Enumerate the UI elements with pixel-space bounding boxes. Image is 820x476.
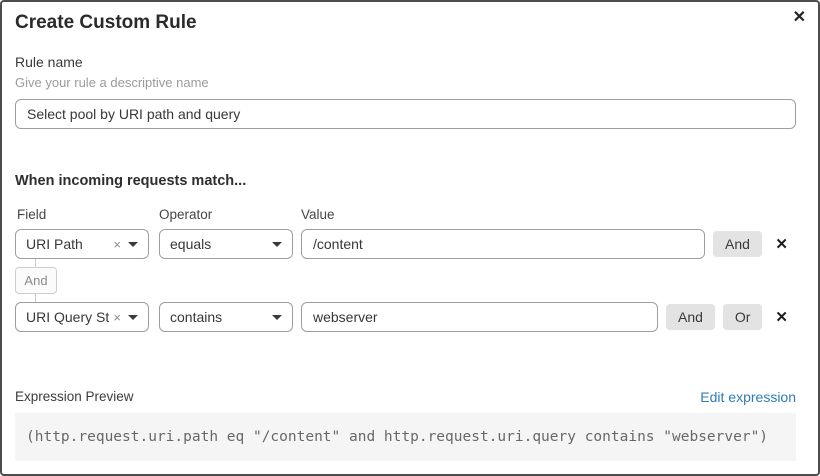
field-select[interactable]: URI Query St... × [15, 302, 149, 332]
operator-select[interactable]: contains [159, 302, 293, 332]
operator-column-label: Operator [159, 207, 213, 222]
and-button[interactable]: And [666, 304, 715, 330]
operator-select-value: equals [170, 236, 212, 252]
match-section-heading: When incoming requests match... [15, 173, 247, 189]
field-select-value: URI Query St... [26, 309, 110, 325]
operator-select[interactable]: equals [159, 229, 293, 259]
field-column-label: Field [17, 207, 47, 222]
and-button[interactable]: And [713, 231, 762, 257]
condition-row: URI Path × equals And ✕ [15, 229, 796, 259]
rule-name-input[interactable] [15, 99, 796, 129]
connector-and-chip[interactable]: And [15, 267, 57, 294]
or-button[interactable]: Or [722, 304, 763, 330]
expression-preview-header: Expression Preview Edit expression [15, 389, 796, 405]
edit-expression-link[interactable]: Edit expression [700, 389, 796, 405]
value-input[interactable] [301, 229, 705, 259]
field-select[interactable]: URI Path × [15, 229, 149, 259]
chevron-down-icon[interactable] [272, 314, 282, 320]
field-select-value: URI Path [26, 236, 83, 252]
rule-name-label: Rule name [15, 54, 83, 70]
chevron-down-icon[interactable] [272, 241, 282, 247]
chevron-down-icon[interactable] [128, 241, 138, 247]
rule-name-helper-text: Give your rule a descriptive name [15, 75, 209, 90]
condition-column-labels: Field Operator Value [15, 207, 796, 223]
clear-icon[interactable]: × [113, 309, 121, 325]
expression-code-block: (http.request.uri.path eq "/content" and… [15, 413, 796, 461]
clear-icon[interactable]: × [113, 236, 121, 252]
value-input[interactable] [301, 302, 658, 332]
chevron-down-icon[interactable] [128, 314, 138, 320]
value-column-label: Value [301, 207, 335, 222]
delete-row-icon[interactable]: ✕ [775, 309, 788, 326]
close-icon[interactable]: ✕ [792, 9, 806, 26]
condition-row: URI Query St... × contains And Or ✕ [15, 302, 796, 332]
logic-connector: And [15, 259, 57, 302]
operator-select-value: contains [170, 309, 223, 325]
page-title: Create Custom Rule [15, 12, 197, 33]
delete-row-icon[interactable]: ✕ [775, 236, 788, 253]
expression-preview-label: Expression Preview [15, 389, 134, 404]
